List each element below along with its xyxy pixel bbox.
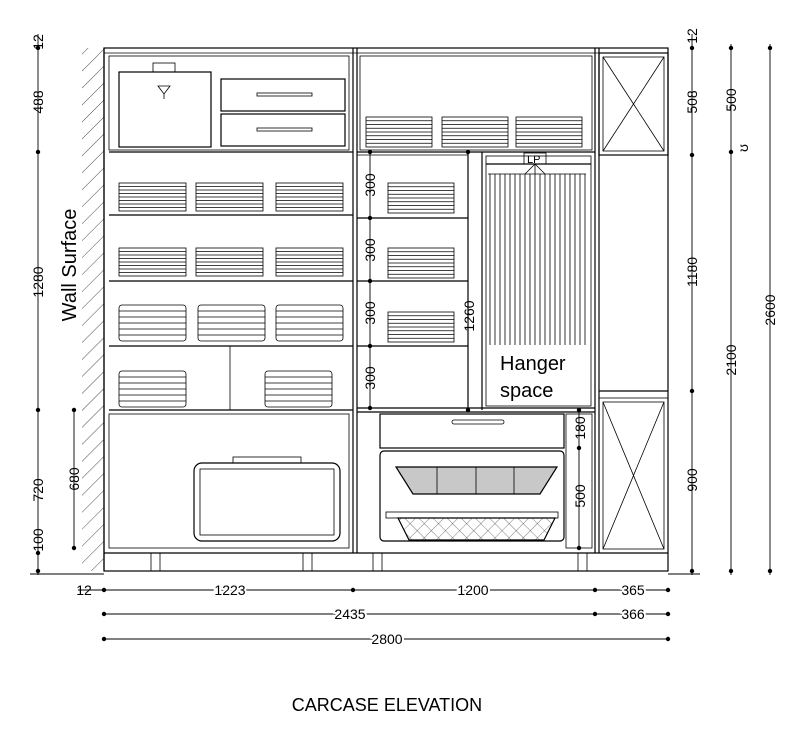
dim-left-720: 720	[30, 478, 46, 502]
right-section	[598, 52, 669, 554]
hanging-clothes	[488, 173, 586, 345]
carcase-outline	[103, 47, 669, 572]
dim-mid-300-c: 300	[362, 301, 378, 325]
folded-clothes-left	[118, 182, 344, 408]
dim-mid-180: 180	[572, 416, 588, 440]
drawer-bottom	[220, 113, 346, 147]
dim-right-500: 500	[723, 88, 739, 112]
fold-mark: ʊ	[735, 144, 751, 152]
dim-right-2600: 2600	[762, 294, 778, 325]
drawing-title: CARCASE ELEVATION	[292, 695, 482, 715]
dim-right-12: 12	[684, 28, 700, 44]
dim-right-2100: 2100	[723, 344, 739, 375]
dim-bottom-1223: 1223	[214, 582, 245, 598]
dim-mid-300-d: 300	[362, 366, 378, 390]
dim-bottom-365: 365	[621, 582, 645, 598]
pull-out-drawer	[379, 413, 565, 449]
hanger-space-label-line2: space	[500, 380, 553, 402]
dim-bottom-2800: 2800	[371, 631, 402, 647]
dim-right-508: 508	[684, 90, 700, 114]
drawer-top	[220, 78, 346, 112]
lp-label: LP	[527, 154, 540, 166]
dim-mid-300-b: 300	[362, 238, 378, 262]
dim-left-1280: 1280	[30, 266, 46, 297]
dim-left-12: 12	[30, 34, 46, 50]
wall-hatching	[82, 48, 105, 571]
dim-right-1180: 1180	[684, 257, 700, 287]
dimension-lines	[30, 34, 771, 640]
dim-left-680: 680	[66, 467, 82, 491]
dim-bottom-2435: 2435	[334, 606, 365, 622]
hanger-hook	[523, 152, 547, 175]
dim-left-100: 100	[30, 528, 46, 552]
dim-mid-500: 500	[572, 484, 588, 508]
dim-bottom-366: 366	[621, 606, 645, 622]
dim-mid-1260: 1260	[461, 300, 477, 331]
mesh-basket	[397, 517, 556, 541]
grey-tray	[394, 466, 559, 495]
hanger-space-label-line1: Hanger	[500, 353, 566, 375]
wall-surface-label: Wall Surface	[59, 209, 81, 322]
dim-right-900: 900	[684, 468, 700, 492]
dim-mid-300-a: 300	[362, 173, 378, 197]
dim-bottom-12: 12	[76, 582, 92, 598]
left-section	[108, 55, 353, 549]
dimension-ticks	[35, 45, 773, 642]
laundry-basket-icon	[193, 462, 341, 542]
suitcase-icon	[118, 71, 212, 148]
dim-bottom-1200: 1200	[457, 582, 488, 598]
dim-left-488: 488	[30, 90, 46, 114]
folded-clothes-middle	[365, 116, 583, 343]
